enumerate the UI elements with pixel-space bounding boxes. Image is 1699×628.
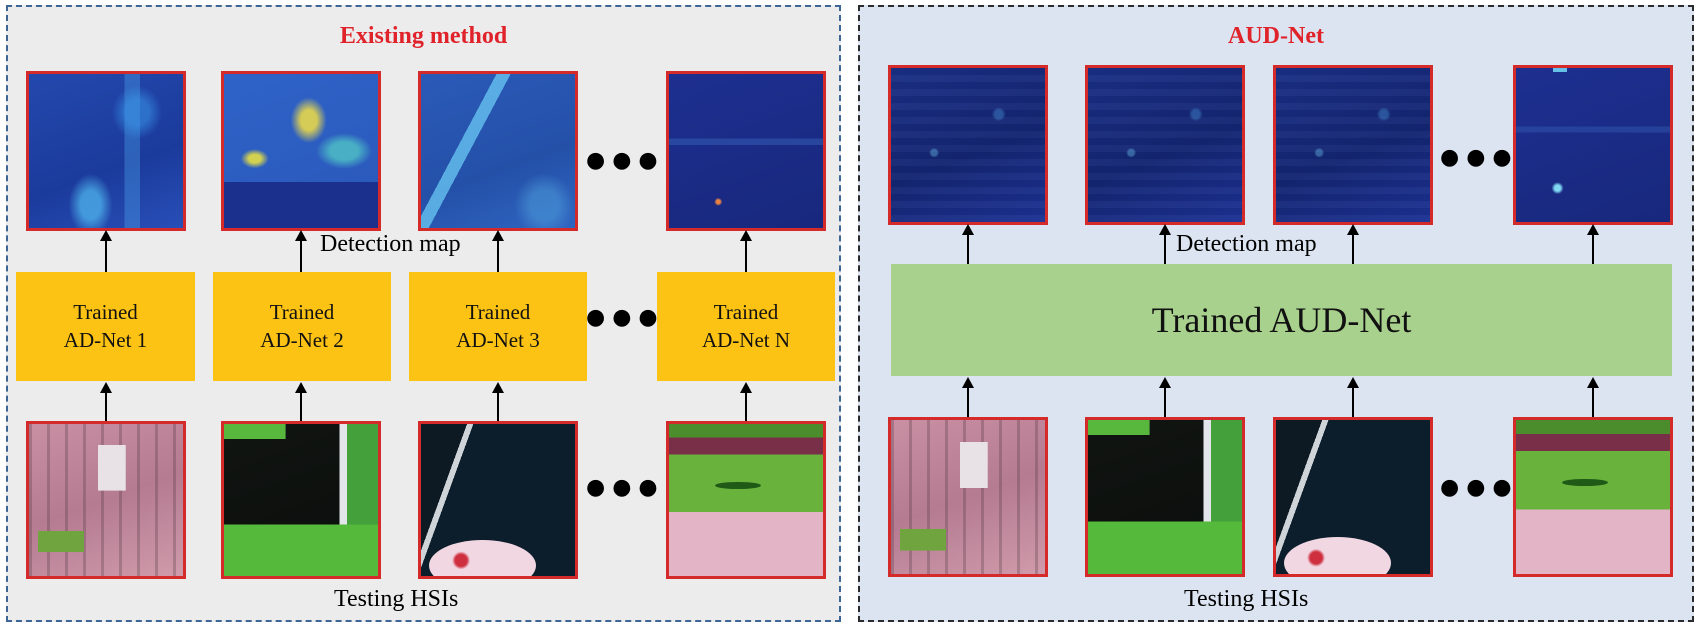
detection-map-2 [221, 71, 381, 231]
detection-map-3 [1273, 65, 1433, 225]
ellipsis-icon: ●●● [586, 475, 665, 500]
existing-method-title: Existing method [339, 23, 508, 49]
up-arrow-icon [740, 230, 752, 273]
up-arrow-icon [962, 377, 974, 418]
ad-net-2-line2: AD-Net 2 [260, 327, 344, 352]
ellipsis-icon: ●●● [1440, 475, 1519, 500]
detection-map-label-left: Detection map [320, 231, 461, 257]
testing-hsi-n [1513, 417, 1673, 577]
ellipsis-icon: ●●● [1440, 145, 1519, 170]
up-arrow-icon [740, 382, 752, 423]
detection-map-3 [418, 71, 578, 231]
up-arrow-icon [1159, 224, 1171, 265]
up-arrow-icon [295, 382, 307, 423]
up-arrow-icon [492, 230, 504, 273]
ad-net-n-line1: Trained [713, 300, 779, 325]
up-arrow-icon [1159, 377, 1171, 418]
ad-net-3-line2: AD-Net 3 [456, 327, 540, 352]
ad-net-n-line2: AD-Net N [701, 327, 791, 352]
testing-hsis-label-right: Testing HSIs [1184, 586, 1309, 612]
up-arrow-icon [1587, 377, 1599, 418]
detection-map-n [1513, 65, 1673, 225]
testing-hsis-label-left: Testing HSIs [334, 586, 459, 612]
testing-hsi-1 [888, 417, 1048, 577]
detection-map-n [666, 71, 826, 231]
testing-hsi-n [666, 421, 826, 579]
up-arrow-icon [295, 230, 307, 273]
up-arrow-icon [1347, 224, 1359, 265]
detection-map-1 [888, 65, 1048, 225]
aud-net-title: AUD-Net [1228, 23, 1324, 49]
trained-ad-net-1-box: Trained AD-Net 1 [16, 272, 195, 381]
ad-net-3-line1: Trained [465, 300, 531, 325]
testing-hsi-2 [221, 421, 381, 579]
detection-map-label-right: Detection map [1176, 231, 1317, 257]
up-arrow-icon [100, 382, 112, 423]
ellipsis-icon: ●●● [586, 305, 665, 330]
trained-ad-net-3-box: Trained AD-Net 3 [409, 272, 587, 381]
up-arrow-icon [1347, 377, 1359, 418]
ad-net-1-line2: AD-Net 1 [63, 327, 148, 352]
testing-hsi-3 [1273, 417, 1433, 577]
trained-ad-net-2-box: Trained AD-Net 2 [213, 272, 391, 381]
trained-aud-net-box: Trained AUD-Net [891, 264, 1672, 376]
detection-map-1 [26, 71, 186, 231]
trained-aud-net-label: Trained AUD-Net [1151, 300, 1412, 340]
up-arrow-icon [1587, 224, 1599, 265]
ad-net-2-line1: Trained [269, 300, 335, 325]
detection-map-2 [1085, 65, 1245, 225]
ellipsis-icon: ●●● [586, 148, 665, 173]
testing-hsi-3 [418, 421, 578, 579]
up-arrow-icon [962, 224, 974, 265]
ad-net-1-line1: Trained [73, 300, 138, 325]
trained-ad-net-n-box: Trained AD-Net N [657, 272, 835, 381]
testing-hsi-2 [1085, 417, 1245, 577]
up-arrow-icon [492, 382, 504, 423]
testing-hsi-1 [26, 421, 186, 579]
up-arrow-icon [100, 230, 112, 273]
